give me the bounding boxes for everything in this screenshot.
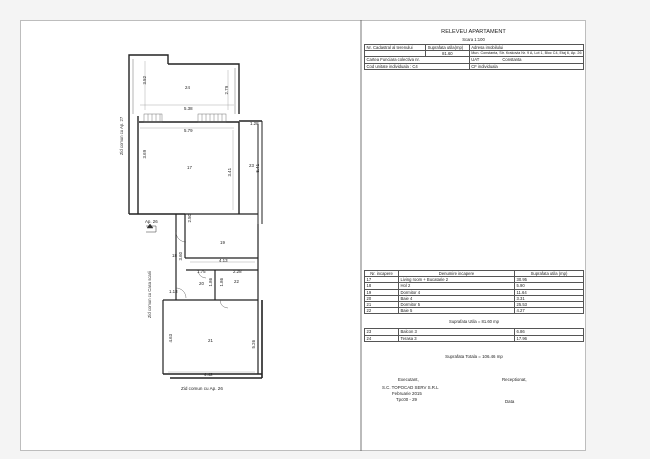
dim-4-13: 4.13 (219, 258, 228, 263)
room-number-18: 18 (172, 253, 177, 258)
room-outline-17 (128, 114, 262, 215)
dim-3-69: 3.69 (142, 149, 148, 159)
dim-1-86-b: 1.86 (219, 277, 225, 287)
executant-date: Februarie 2015 (392, 391, 422, 396)
dim-5-26: 5.26 (251, 339, 257, 349)
drawing-sheet (20, 20, 586, 451)
executant-ref: Tpc00 - 29 (396, 397, 417, 402)
dim-1-28: 1.28 (250, 121, 259, 126)
neighbor-marker (146, 223, 157, 233)
executant-label: Executant, (398, 377, 419, 382)
data-label: Data (505, 399, 515, 404)
neighbor-label: Ap. 26 (145, 219, 158, 224)
room-outline-21 (163, 300, 263, 379)
info-table: Nr. Cadastral al terenului Suprafata uti… (363, 43, 585, 70)
adresa-value: Mun. Constanta, Str. Krakovia Nr. 9 A, L… (468, 50, 585, 58)
dim-2-28: 2.28 (233, 269, 242, 274)
dim-5-79: 5.79 (184, 128, 193, 133)
scale-label: Scara 1:100 (462, 37, 485, 42)
room-outline-24 (128, 54, 240, 114)
dim-1-86-a: 1.86 (208, 277, 214, 287)
dim-3-52: 3.52 (142, 75, 148, 85)
subtotal-row: Suprafata Utila = 81.60 mp (364, 313, 584, 330)
dim-4-42: 4.42 (204, 372, 213, 377)
wall-label-casa-scarii: Zid comun cu Casa scarii (147, 270, 152, 318)
subtotal-label: Suprafata Utila = 81.60 mp (364, 313, 584, 330)
uat-label: UAT (471, 57, 480, 63)
dim-3-41: 3.41 (227, 167, 233, 177)
door-swings (175, 231, 229, 309)
room-number-24: 24 (185, 85, 190, 90)
room-number-20: 20 (199, 281, 204, 286)
dim-1-75: 1.75 (197, 269, 206, 274)
receptionat-label: Receptionat, (502, 377, 527, 382)
page-title: RELEVEU APARTAMENT (441, 29, 506, 35)
cf-label: CF individuala (468, 62, 585, 70)
rooms-table: Nr. incapere Denumire incapere Suprafata… (364, 269, 584, 342)
room-number-19: 19 (220, 240, 225, 245)
room-number-21: 21 (208, 338, 213, 343)
dim-1-13: 1.13 (169, 289, 178, 294)
interior-walls (162, 213, 259, 374)
total-label: Suprafata Totala = 106.46 mp (445, 354, 503, 359)
room-outline-23 (257, 121, 263, 224)
dim-4-63: 4.63 (168, 333, 174, 343)
wall-label-ap26: Zid comun cu Ap. 26 (181, 386, 223, 391)
executant-name: S.C. TOPOCAD SERV S.R.L (382, 385, 439, 390)
dim-5-38: 5.38 (184, 106, 193, 111)
dim-5-41: 5.41 (255, 163, 261, 173)
cod-unitate-label: Cod unitate individuala : C4 (364, 62, 470, 70)
uat-value: Constanta (502, 57, 522, 63)
room-number-23: 23 (249, 163, 254, 168)
suprafata-label: Suprafata utila(mp) (425, 43, 470, 52)
room-number-17: 17 (187, 165, 192, 170)
room-number-22: 22 (234, 279, 239, 284)
dim-2-50: 2.50 (187, 213, 193, 223)
window-bars (143, 113, 227, 123)
dim-2-79: 2.79 (224, 85, 230, 95)
wall-label-ap27: Zid comun cu Ap. 27 (119, 116, 124, 155)
dimension-lines (140, 61, 255, 373)
dim-3-60: 3.60 (178, 251, 184, 261)
